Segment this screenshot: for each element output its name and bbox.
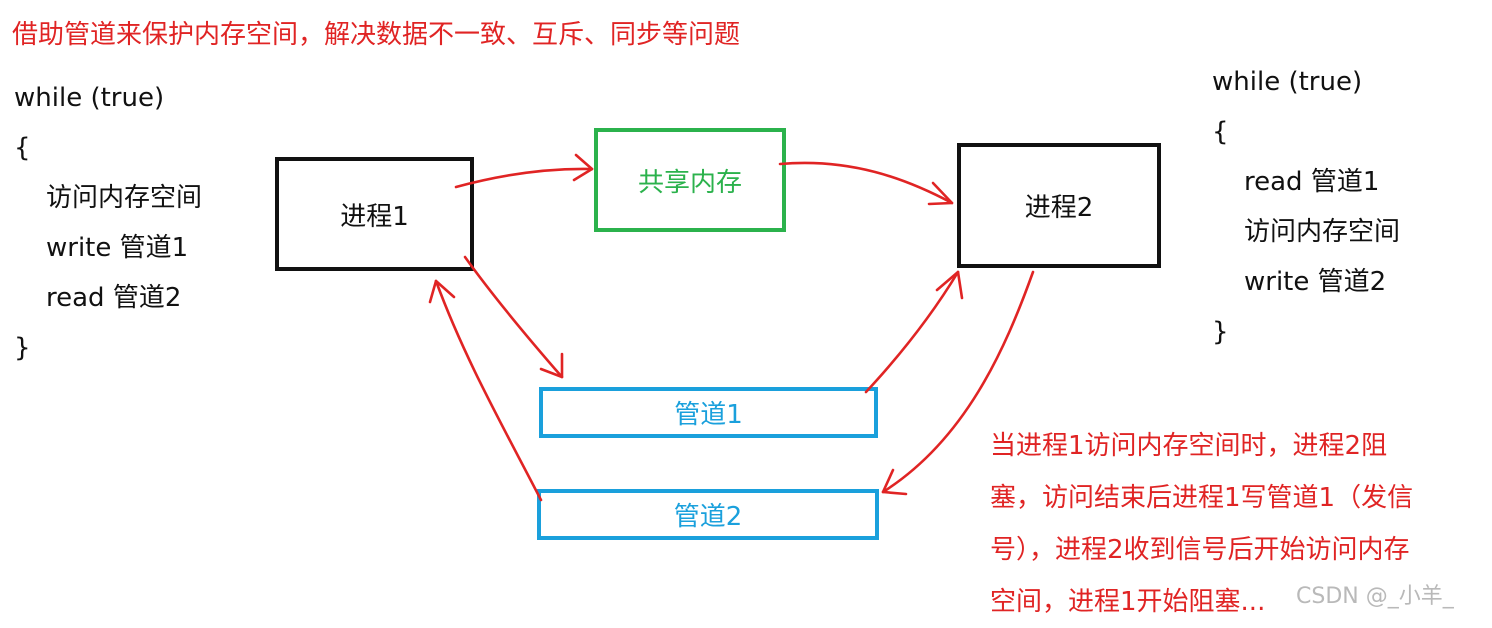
arrow-pipe2-to-process1	[434, 279, 543, 502]
process2-code-line: while (true)	[1212, 67, 1363, 97]
pipe1-node: 管道1	[539, 387, 878, 438]
pipe2-node: 管道2	[537, 489, 879, 540]
process1-code-line: while (true)	[14, 83, 165, 113]
process1-code-line: 访问内存空间	[46, 183, 203, 213]
process2-code-line: {	[1212, 117, 1229, 147]
process1-code-block: while (true) { 访问内存空间 write 管道1 read 管道2…	[14, 73, 202, 373]
arrow-pipe2-to-process1-head	[428, 279, 456, 304]
arrow-process1-to-shared-memory-head	[572, 153, 594, 182]
diagram-title: 借助管道来保护内存空间，解决数据不一致、互斥、同步等问题	[12, 20, 741, 50]
arrow-process2-to-pipe2-head	[881, 468, 908, 496]
annotation-note: 当进程1访问内存空间时，进程2阻 塞，访问结束后进程1写管道1（发信 号），进程…	[990, 420, 1490, 628]
annotation-line: 当进程1访问内存空间时，进程2阻	[990, 431, 1388, 461]
process2-node: 进程2	[957, 143, 1161, 268]
arrow-pipe1-to-process2-head	[935, 270, 964, 300]
watermark: CSDN @_小羊_	[1296, 584, 1454, 609]
process1-code-line: write 管道1	[46, 233, 189, 263]
annotation-line: 空间，进程1开始阻塞...	[990, 587, 1266, 617]
arrow-process1-to-pipe1-head	[539, 352, 564, 379]
process1-node: 进程1	[275, 157, 474, 271]
arrow-pipe1-to-process2	[864, 270, 960, 394]
process1-code-line: {	[14, 133, 31, 163]
shared-memory-node: 共享内存	[594, 128, 786, 232]
annotation-line: 号），进程2收到信号后开始访问内存	[990, 535, 1410, 565]
process2-code-line: read 管道1	[1244, 167, 1380, 197]
arrow-process1-to-shared-memory	[454, 167, 594, 189]
process2-code-line: write 管道2	[1244, 267, 1387, 297]
process1-code-line: }	[14, 333, 31, 363]
arrow-shared-memory-to-process2-head	[927, 181, 954, 206]
process2-code-line: }	[1212, 317, 1229, 347]
arrow-shared-memory-to-process2	[778, 161, 954, 205]
process2-code-block: while (true) { read 管道1 访问内存空间 write 管道2…	[1212, 57, 1400, 357]
annotation-line: 塞，访问结束后进程1写管道1（发信	[990, 483, 1414, 513]
process1-code-line: read 管道2	[46, 283, 182, 313]
process2-code-line: 访问内存空间	[1244, 217, 1401, 247]
arrow-process1-to-pipe1	[463, 255, 564, 379]
